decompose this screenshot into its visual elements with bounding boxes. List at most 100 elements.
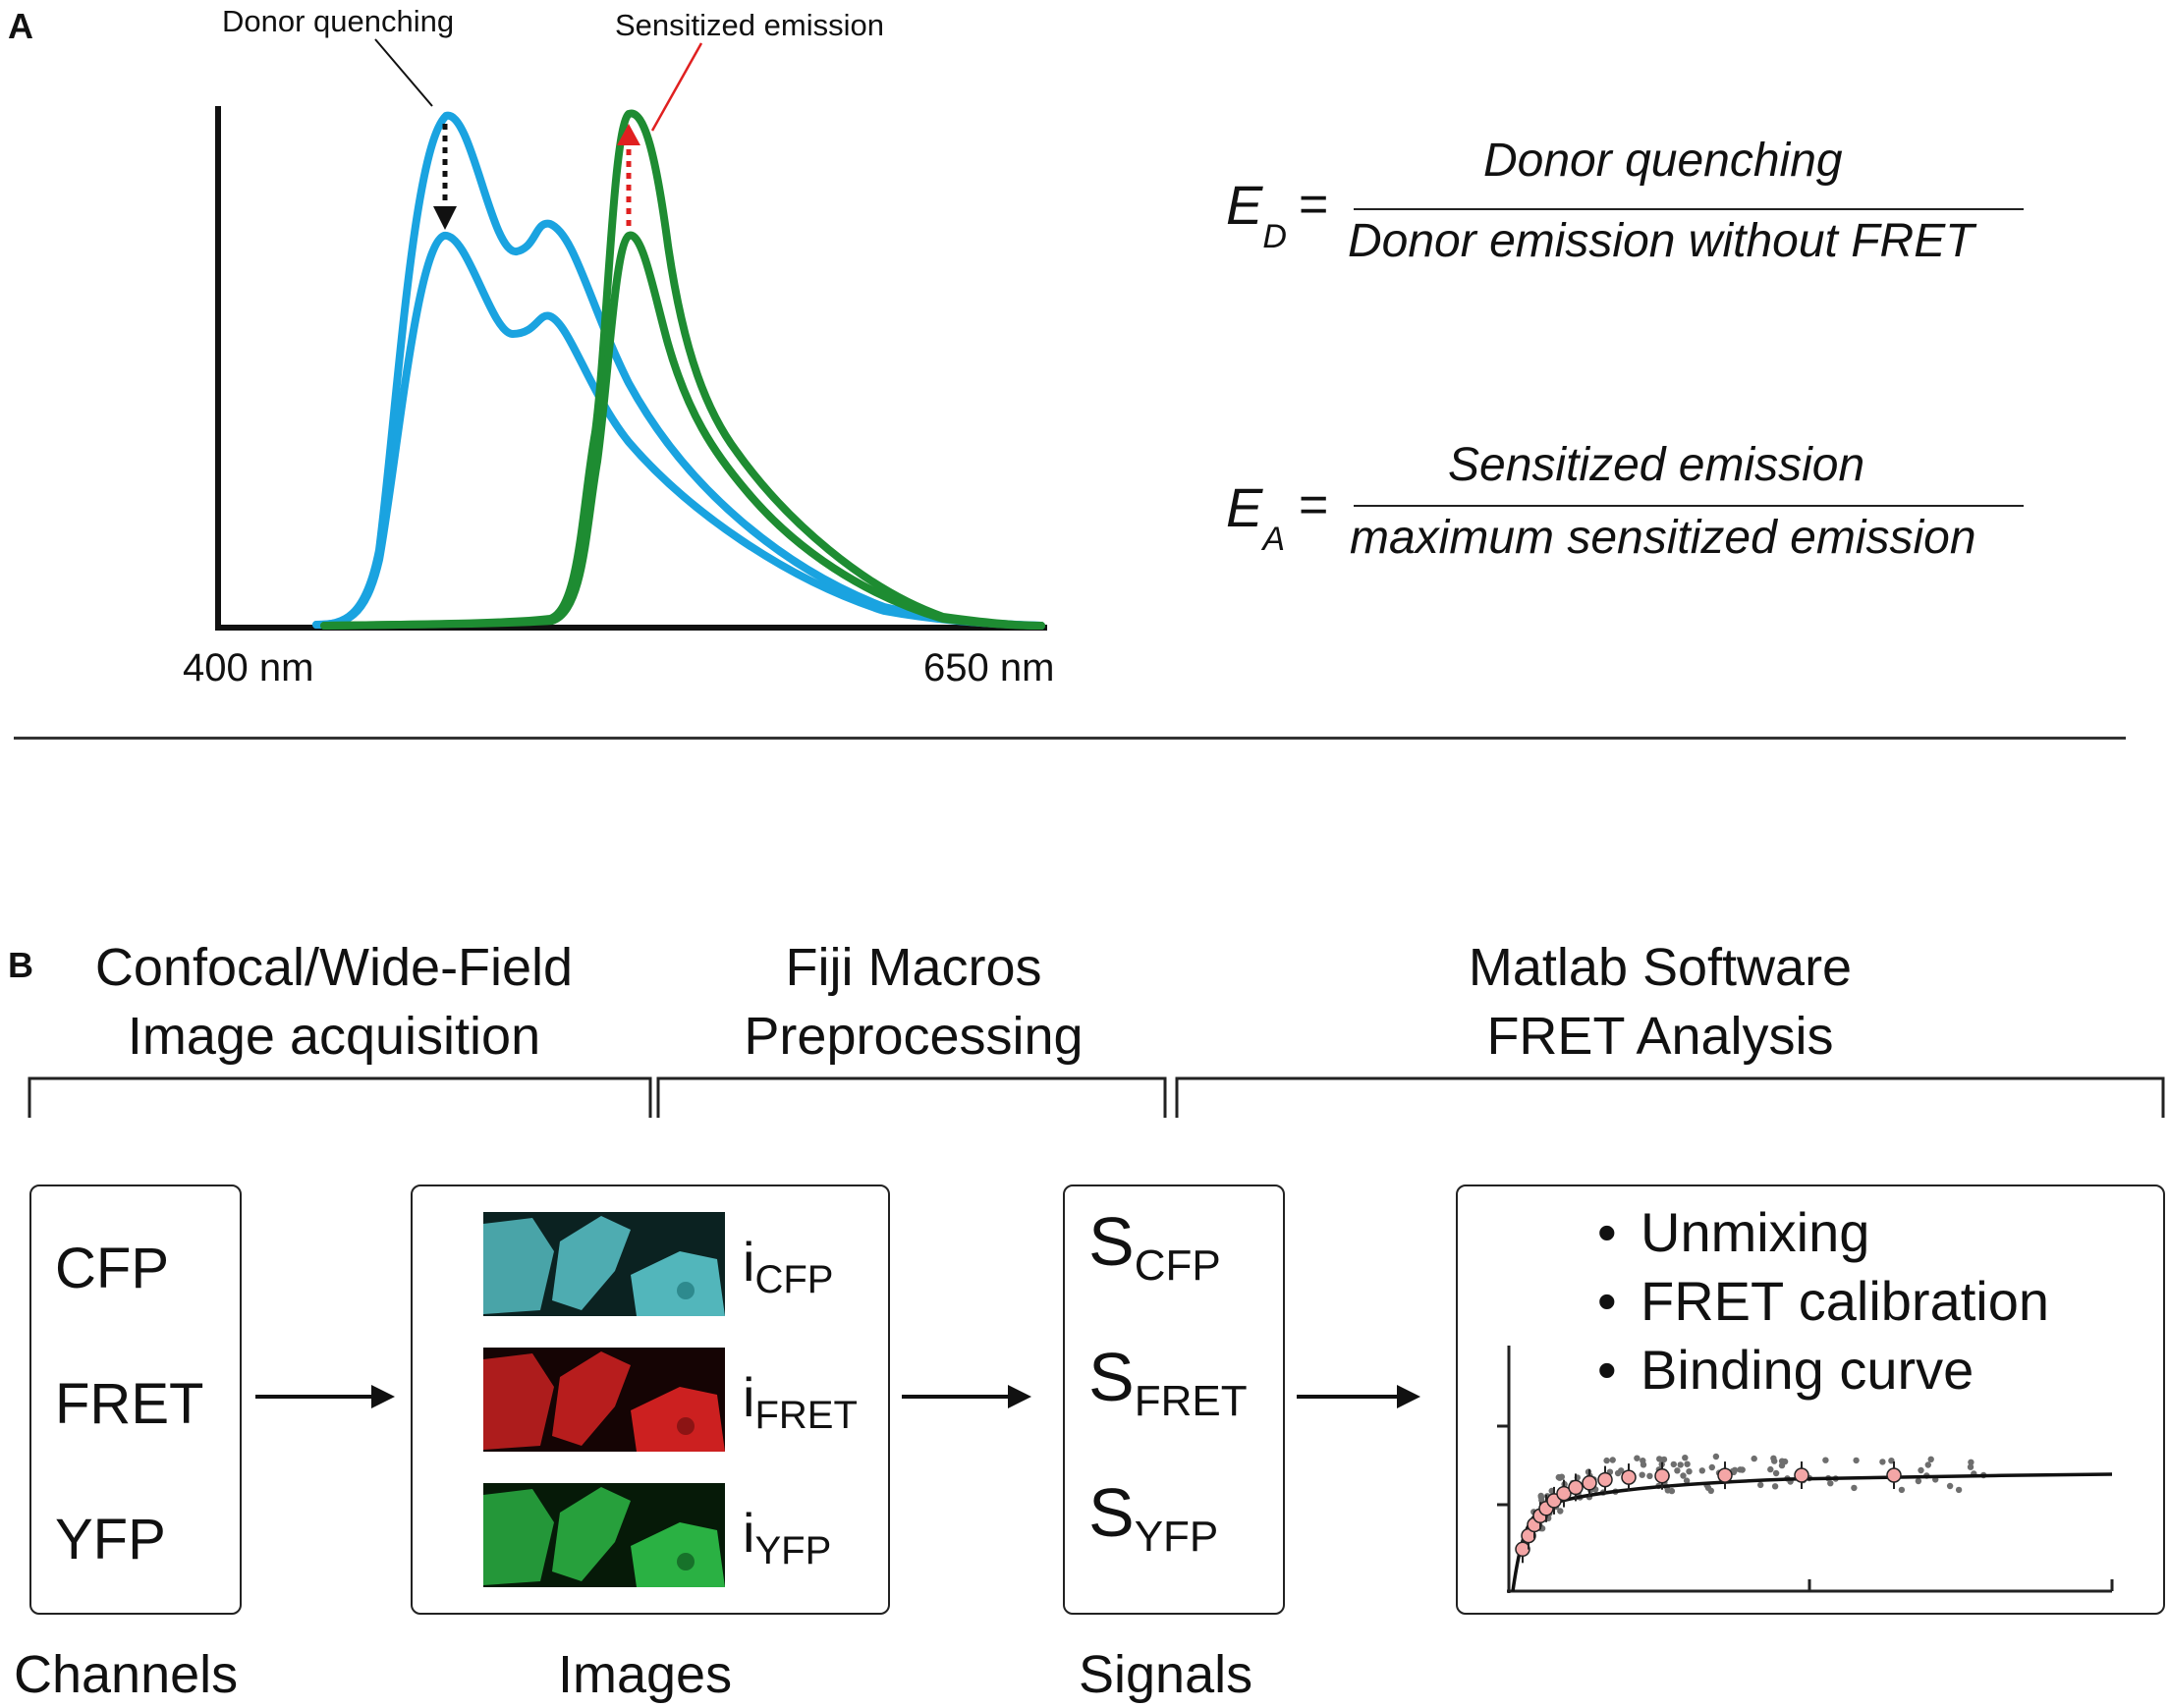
mean-point <box>1794 1461 1809 1489</box>
mean-point <box>1515 1535 1530 1564</box>
channel-yfp: YFP <box>55 1508 166 1571</box>
analysis-step-binding-curve: •Binding curve <box>1597 1339 1974 1401</box>
mean-point <box>1621 1463 1637 1492</box>
binding-curve-plot <box>1497 1346 2114 1593</box>
stage-acquisition-line1: Confocal/Wide-Field <box>94 938 574 997</box>
scatter-point <box>1609 1457 1616 1463</box>
ea-equals: = <box>1299 476 1329 533</box>
donor-quenching-callout: Donor quenching <box>222 4 455 38</box>
ea-symbol: EA <box>1226 476 1286 559</box>
ea-denominator: maximum sensitized emission <box>1350 512 1976 564</box>
scatter-point <box>1603 1457 1610 1464</box>
emission-spectra-plot <box>215 38 1047 631</box>
mean-point <box>1654 1461 1670 1490</box>
bullet-dot: • <box>1597 1201 1617 1263</box>
signals-caption: Signals <box>1079 1645 1253 1704</box>
scatter-point <box>1677 1461 1684 1468</box>
scatter-point <box>1708 1463 1715 1471</box>
arrow-channels-to-images-head <box>371 1385 395 1408</box>
signal-label-yfp: SYFP <box>1088 1474 1219 1561</box>
ed-symbol: ED <box>1226 174 1287 256</box>
mean-point <box>1886 1461 1902 1489</box>
scatter-point <box>1967 1463 1974 1470</box>
scatter-point <box>1853 1457 1860 1464</box>
analysis-box <box>1456 1185 2165 1615</box>
scatter-point <box>1771 1458 1778 1464</box>
scatter-point <box>1915 1477 1922 1485</box>
signal-label-cfp: SCFP <box>1088 1203 1221 1290</box>
panel-b-letter: B <box>8 945 33 985</box>
scatter-point <box>1879 1459 1886 1465</box>
sensitized-emission-callout: Sensitized emission <box>615 8 884 42</box>
scatter-point <box>1898 1486 1906 1494</box>
yfp-cell-image <box>483 1483 725 1587</box>
scatter-point <box>1684 1460 1691 1467</box>
mean-point <box>1597 1465 1613 1494</box>
scatter-point <box>1686 1468 1693 1475</box>
scatter-point <box>1946 1482 1954 1490</box>
arrow-images-to-signals-head <box>1008 1385 1031 1408</box>
signals-box <box>1063 1185 1285 1615</box>
scatter-point <box>1924 1461 1931 1468</box>
axis-end-label: 650 nm <box>923 646 1055 689</box>
scatter-point <box>1682 1455 1689 1461</box>
signal-label-fret: SFRET <box>1088 1339 1248 1425</box>
scatter-point <box>1639 1471 1645 1478</box>
scatter-point <box>1712 1453 1720 1460</box>
scatter-point <box>1955 1486 1963 1494</box>
scatter-point <box>1557 1508 1564 1515</box>
scatter-point <box>1674 1467 1681 1474</box>
image-label-yfp: iYFP <box>743 1502 832 1573</box>
scatter-point <box>1707 1487 1714 1494</box>
scatter-point <box>1751 1455 1757 1462</box>
scatter-point <box>1851 1484 1858 1492</box>
scatter-point <box>1660 1456 1668 1463</box>
bracket-analysis <box>1175 1076 2165 1118</box>
scatter-point <box>1656 1456 1663 1462</box>
scatter-point <box>1640 1461 1647 1468</box>
images-caption: Images <box>558 1645 733 1704</box>
scatter-point <box>1683 1477 1691 1484</box>
fret-cell-image <box>483 1348 725 1452</box>
donor-quenching-arrowhead <box>433 206 457 230</box>
stage-preprocessing-title: Fiji Macros Preprocessing <box>668 933 1159 1071</box>
arrow-signals-to-analysis-head <box>1397 1385 1420 1408</box>
scatter-point <box>1737 1466 1744 1473</box>
stage-preprocessing-line1: Fiji Macros <box>785 938 1042 997</box>
scatter-point <box>1888 1458 1895 1464</box>
mean-point <box>1568 1473 1584 1502</box>
ed-denominator: Donor emission without FRET <box>1348 215 1974 267</box>
scatter-point <box>1927 1456 1934 1462</box>
mean-point <box>1582 1468 1597 1497</box>
stage-analysis-title: Matlab Software FRET Analysis <box>1365 933 1955 1071</box>
scatter-point <box>1634 1455 1641 1461</box>
scatter-point <box>1822 1457 1829 1463</box>
channel-fret: FRET <box>55 1372 204 1436</box>
sensitized-emission-arrowhead <box>617 124 640 145</box>
image-label-fret: iFRET <box>743 1366 858 1438</box>
scatter-point <box>1767 1465 1774 1473</box>
scatter-point <box>1555 1473 1562 1481</box>
scatter-point <box>1670 1460 1677 1468</box>
ed-equals: = <box>1299 176 1329 233</box>
scatter-point <box>1772 1469 1780 1477</box>
ea-fraction-bar <box>1354 505 2024 507</box>
cfp-cell-image <box>483 1212 725 1316</box>
mean-points <box>1515 1461 1902 1564</box>
bullet-dot: • <box>1597 1339 1617 1401</box>
sensitized-callout-leader <box>650 42 703 132</box>
donor-spectrum-no-fret <box>312 111 1045 630</box>
channels-box <box>29 1185 242 1615</box>
stage-acquisition-line2: Image acquisition <box>127 1007 541 1066</box>
donor-callout-leader <box>374 38 433 107</box>
ed-numerator: Donor quenching <box>1483 135 1843 187</box>
scatter-point <box>1771 1483 1779 1490</box>
ed-fraction-bar <box>1354 208 2024 210</box>
ea-numerator: Sensitized emission <box>1448 439 1865 491</box>
acceptor-spectrum-no-fret <box>320 231 1045 630</box>
axis-start-label: 400 nm <box>183 646 314 689</box>
scatter-point <box>1680 1472 1687 1479</box>
stage-analysis-line2: FRET Analysis <box>1486 1007 1834 1066</box>
scatter-point <box>1614 1469 1622 1477</box>
scatter-point <box>1781 1458 1789 1465</box>
